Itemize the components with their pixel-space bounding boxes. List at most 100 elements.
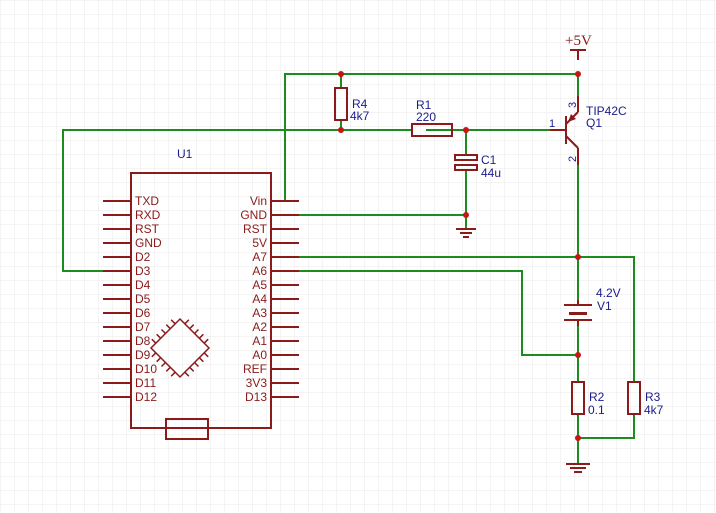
q1-ref: Q1 (586, 116, 602, 130)
resistor-r1[interactable]: R1 220 (411, 98, 453, 137)
u1-pin-label: A0 (252, 348, 267, 362)
u1-pin-label: D9 (135, 348, 151, 362)
r3-value: 4k7 (644, 403, 664, 417)
u1-pin-label: A2 (252, 320, 267, 334)
u1-pin-d13[interactable]: D13 (245, 390, 299, 404)
r4-ref: R4 (352, 97, 368, 111)
v1-value: 4.2V (596, 286, 621, 300)
resistor-r4[interactable]: R4 4k7 (334, 87, 370, 123)
u1-pin-gnd[interactable]: GND (103, 236, 162, 250)
u1-pin-label: D11 (135, 376, 156, 390)
u1-pin-label: D6 (135, 306, 151, 320)
u1-pin-label: D3 (135, 264, 151, 278)
u1-pin-label: A3 (252, 306, 267, 320)
wire-a7-to-r3[interactable] (271, 256, 635, 382)
junction (463, 127, 469, 133)
transistor-q1[interactable]: TIP42C Q1 1 3 2 (549, 96, 627, 165)
emitter-arrow-icon (568, 114, 576, 122)
u1-pin-label: D8 (135, 334, 151, 348)
ground-icon (456, 228, 476, 238)
ground-icon (566, 463, 590, 473)
u1-pin-d4[interactable]: D4 (103, 278, 151, 292)
u1-body (130, 172, 272, 429)
u1-pin-label: RST (243, 222, 268, 236)
u1-pin-a2[interactable]: A2 (252, 320, 299, 334)
u1-pin-label: RXD (135, 208, 161, 222)
u1-pin-label: D13 (245, 390, 267, 404)
u1-pin-label: Vin (250, 194, 267, 208)
junction (575, 254, 581, 260)
u1-pin-label: A5 (252, 278, 267, 292)
r3-ref: R3 (645, 390, 661, 404)
u1-pin-label: D12 (135, 390, 157, 404)
u1-pin-a0[interactable]: A0 (252, 348, 299, 362)
c1-value: 44u (481, 166, 501, 180)
u1-pin-label: GND (240, 208, 267, 222)
q1-pin-base: 1 (549, 118, 555, 130)
u1-pin-ref[interactable]: REF (243, 362, 299, 376)
u1-pin-txd[interactable]: TXD (103, 194, 159, 208)
resistor-r3[interactable]: R3 4k7 (627, 381, 664, 417)
q1-pin-collector: 2 (567, 156, 579, 162)
u1-pin-d11[interactable]: D11 (103, 376, 156, 390)
mcu-chip-icon (149, 317, 211, 379)
wire-d3-to-r1[interactable] (62, 129, 412, 272)
u1-pin-label: D7 (135, 320, 151, 334)
q1-part: TIP42C (586, 104, 627, 118)
u1-pin-label: D10 (135, 362, 157, 376)
u1-pin-3v3[interactable]: 3V3 (246, 376, 299, 390)
u1-pin-label: RST (135, 222, 160, 236)
junction (575, 71, 581, 77)
u1-pin-label: D4 (135, 278, 151, 292)
u1-pin-d3[interactable]: D3 (103, 264, 151, 278)
capacitor-c1[interactable]: C1 44u (454, 153, 501, 180)
u1-pin-a7[interactable]: A7 (252, 250, 299, 264)
r2-value: 0.1 (588, 403, 605, 417)
c1-ref: C1 (481, 153, 497, 167)
junction (575, 435, 581, 441)
supply-label: +5V (565, 33, 592, 49)
u1-pin-d2[interactable]: D2 (103, 250, 151, 264)
u1-pin-a1[interactable]: A1 (252, 334, 299, 348)
supply-5v[interactable]: +5V (565, 33, 592, 60)
u1-pin-label: A4 (252, 292, 267, 306)
r1-ref: R1 (416, 98, 432, 112)
u1-pin-d7[interactable]: D7 (103, 320, 151, 334)
u1-pin-rxd[interactable]: RXD (103, 208, 161, 222)
u1-pin-label: D2 (135, 250, 151, 264)
junction (575, 352, 581, 358)
wire-r3-to-gnd[interactable] (578, 414, 635, 439)
resistor-r2[interactable]: R2 0.1 (571, 381, 605, 417)
battery-v1[interactable]: 4.2V V1 (564, 286, 621, 326)
u1-pin-rst[interactable]: RST (243, 222, 299, 236)
u1-pin-a3[interactable]: A3 (252, 306, 299, 320)
u1-pin-label: D5 (135, 292, 151, 306)
u1-pin-d6[interactable]: D6 (103, 306, 151, 320)
usb-connector (165, 418, 209, 440)
u1-pin-d8[interactable]: D8 (103, 334, 151, 348)
u1-pin-gnd[interactable]: GND (240, 208, 299, 222)
u1-pin-d10[interactable]: D10 (103, 362, 157, 376)
u1-pin-label: A7 (252, 250, 267, 264)
u1-pin-label: A1 (252, 334, 267, 348)
u1-pin-a4[interactable]: A4 (252, 292, 299, 306)
wire-a6-to-v1[interactable] (271, 270, 578, 356)
q1-pin-emitter: 3 (567, 102, 579, 108)
u1-pin-label: 5V (252, 236, 267, 250)
u1-arduino[interactable]: U1 TXDRXDRSTGNDD2D3D4D5D6D7D8D9D10D11D12… (103, 147, 299, 440)
v1-ref: V1 (597, 299, 612, 313)
r4-value: 4k7 (350, 109, 370, 123)
junction (338, 71, 344, 77)
u1-pin-label: A6 (252, 264, 267, 278)
u1-pin-a5[interactable]: A5 (252, 278, 299, 292)
u1-pin-d9[interactable]: D9 (103, 348, 151, 362)
u1-pin-d5[interactable]: D5 (103, 292, 151, 306)
u1-pin-vin[interactable]: Vin (250, 194, 299, 208)
u1-pin-a6[interactable]: A6 (252, 264, 299, 278)
u1-pin-5v[interactable]: 5V (252, 236, 299, 250)
u1-pin-rst[interactable]: RST (103, 222, 160, 236)
u1-pin-d12[interactable]: D12 (103, 390, 157, 404)
